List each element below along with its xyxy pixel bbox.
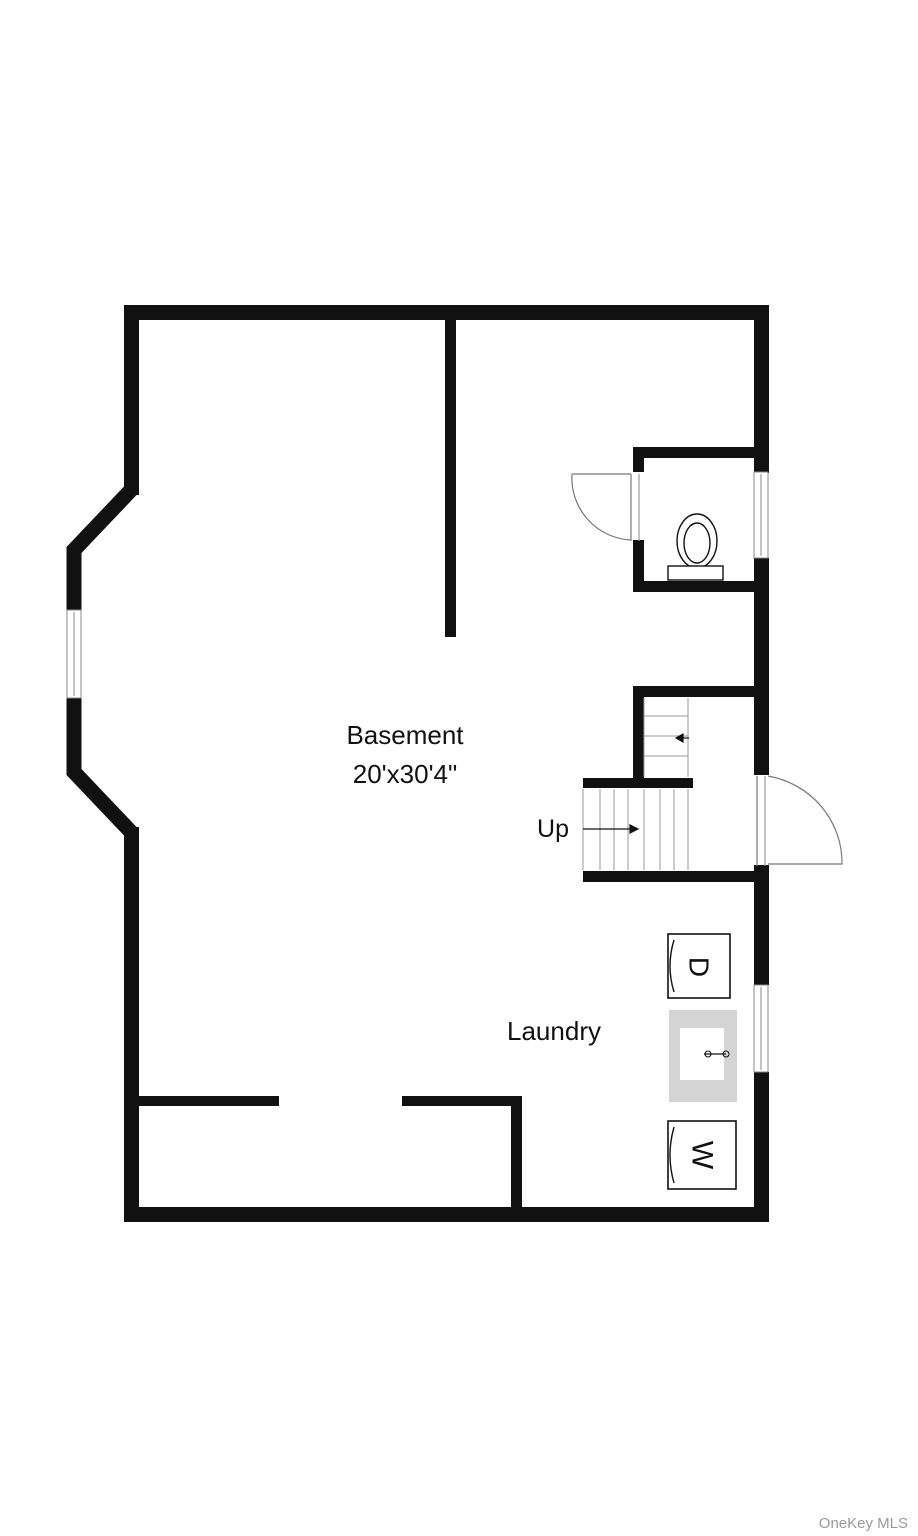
stair-wall-bottom <box>583 871 761 882</box>
windows <box>66 471 769 1073</box>
stair-wall-left <box>633 686 644 786</box>
laundry-name: Laundry <box>507 1016 601 1046</box>
bay-walls <box>66 484 137 838</box>
stair-arrow-icon <box>583 732 689 834</box>
stair-wall-top <box>633 686 761 697</box>
wall-closet-divider <box>511 1096 522 1216</box>
wall-right-mid <box>754 558 769 775</box>
stairs-up-label: Up <box>537 815 569 843</box>
bay-wall-upper <box>66 484 137 612</box>
door-swing-icon <box>571 473 640 541</box>
wall-closet-left <box>131 1096 279 1106</box>
bath-wall-bottom <box>633 581 761 592</box>
bath-wall-top <box>633 447 761 458</box>
wall-bottom <box>124 1207 769 1222</box>
bath-wall-left-lower <box>633 540 644 592</box>
wall-left-lower <box>124 827 139 1222</box>
bath-wall-left-upper <box>633 447 644 472</box>
sink-icon <box>669 1010 737 1102</box>
watermark: OneKey MLS <box>818 1515 908 1532</box>
dryer: D <box>667 933 731 999</box>
wall-right-bottom <box>754 1072 769 1222</box>
basement-dimensions: 20'x30'4" <box>353 759 457 789</box>
basement-name: Basement <box>346 720 464 750</box>
washer: W <box>667 1120 737 1190</box>
interior-walls <box>131 312 761 1216</box>
wall-right-upper <box>754 305 769 473</box>
wall-closet-right <box>402 1096 522 1106</box>
stair-wall-landing <box>583 778 693 788</box>
door-swing-icon <box>756 775 843 866</box>
dryer-label: D <box>684 957 715 977</box>
toilet-icon <box>667 513 724 581</box>
wall-left-upper <box>124 305 139 495</box>
washer-label: W <box>686 1141 719 1170</box>
bay-wall-lower <box>66 697 137 838</box>
exterior-walls <box>124 305 769 1222</box>
wall-partition-vertical <box>445 312 456 637</box>
wall-right-low <box>754 865 769 985</box>
